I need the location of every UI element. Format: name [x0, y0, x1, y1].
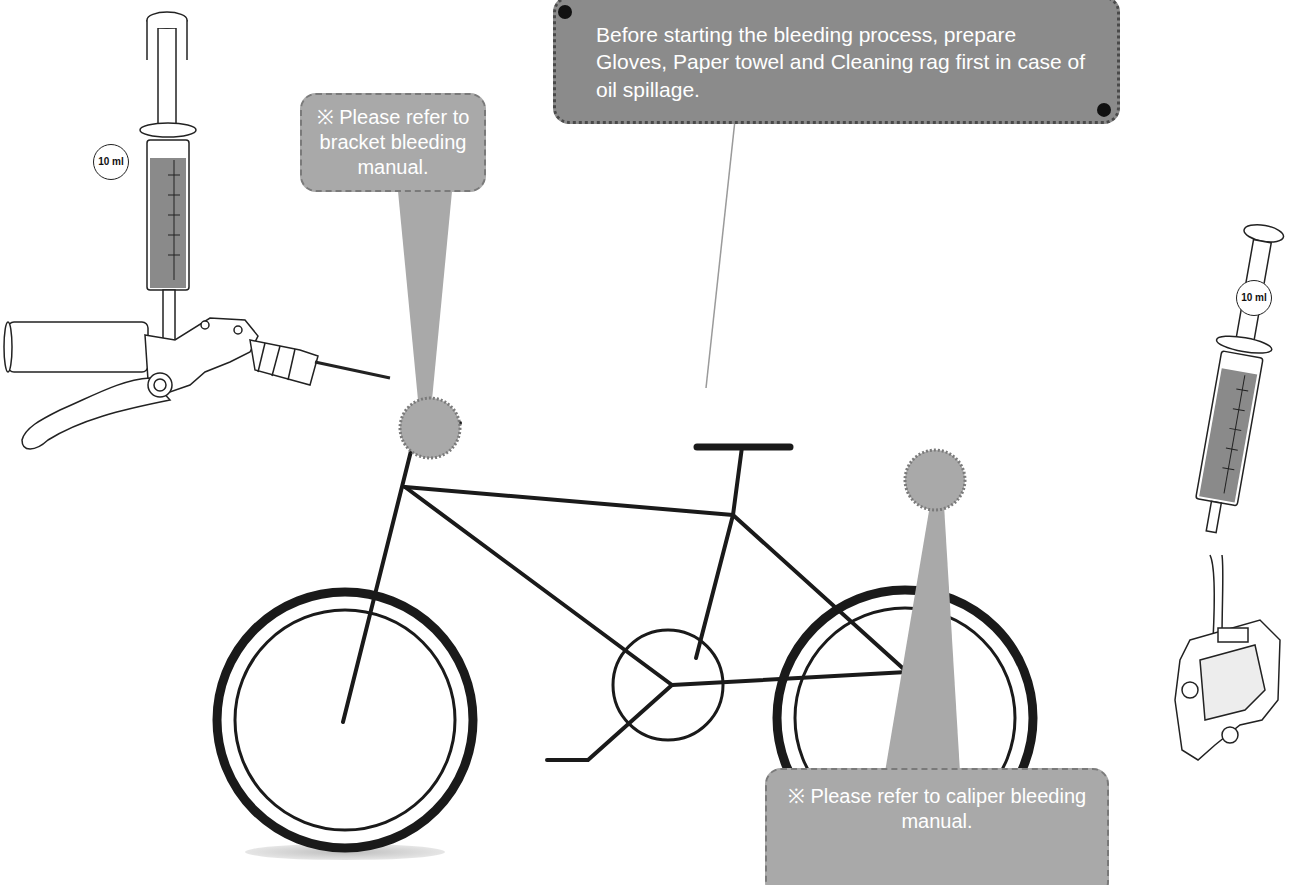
target-circle [400, 398, 460, 458]
volume-badge: 10 ml [93, 144, 129, 180]
callout-tail [395, 160, 455, 400]
node-text: 10 ml [98, 157, 124, 167]
callout-tail [885, 505, 960, 772]
brake-caliper [1175, 221, 1289, 760]
target-circle [905, 450, 965, 510]
node-text: 10 ml [1241, 293, 1267, 303]
node-text: ※ Please refer to bracket bleeding manua… [316, 105, 470, 180]
node-text: Before starting the bleeding process, pr… [596, 21, 1087, 103]
volume-badge: 10 ml [1236, 280, 1272, 316]
note-callout: Before starting the bleeding process, pr… [553, 0, 1120, 124]
reference-callout: ※ Please refer to bracket bleeding manua… [300, 93, 486, 192]
node-text: ※ Please refer to caliper bleeding manua… [781, 784, 1093, 834]
reference-callout: ※ Please refer to caliper bleeding manua… [765, 768, 1109, 885]
brake-lever [4, 12, 390, 449]
